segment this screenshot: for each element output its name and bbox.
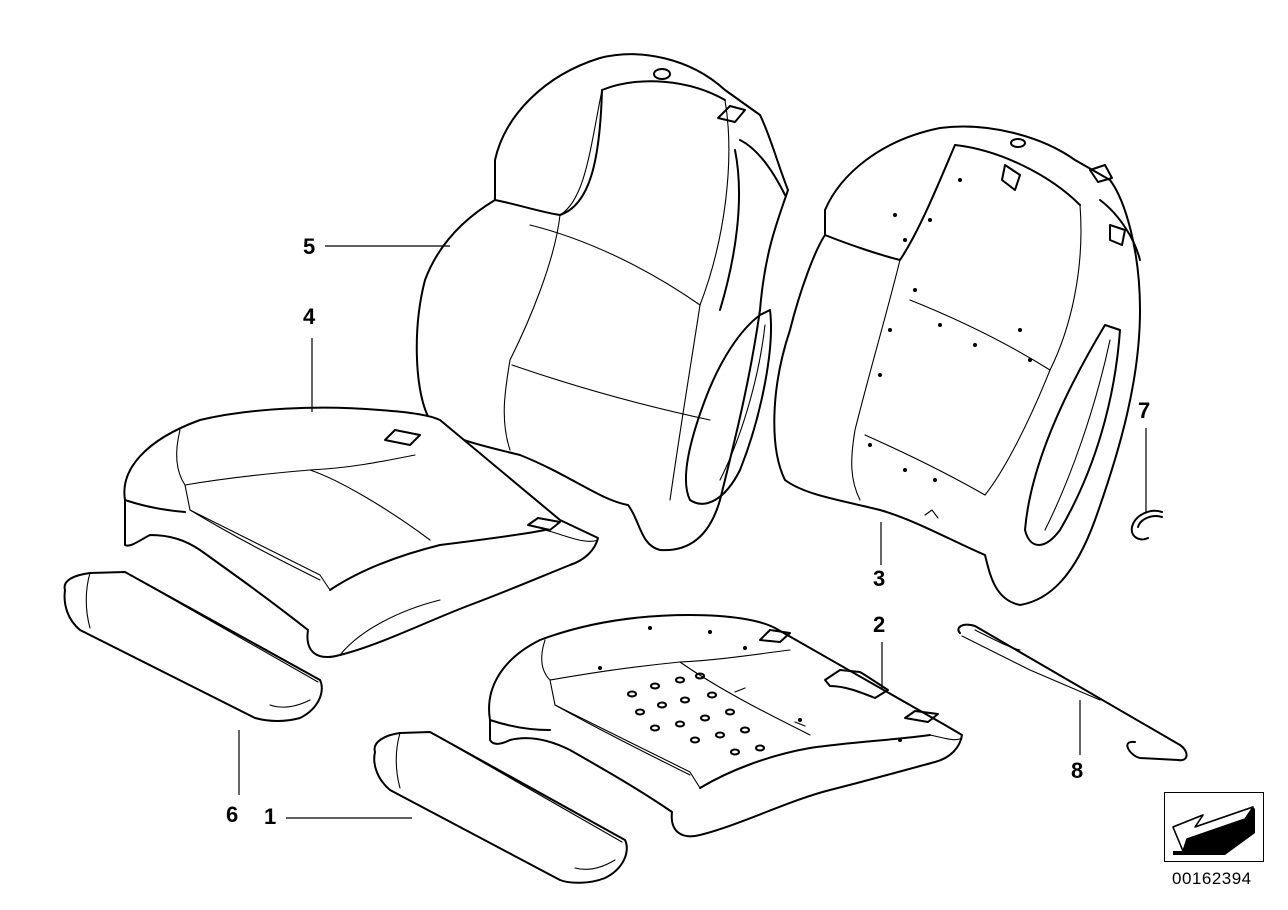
- seat-cushion-part-6[interactable]: [63, 571, 323, 722]
- seat-extension-foam-part-1[interactable]: [373, 731, 628, 884]
- callout-1: 1: [264, 804, 277, 829]
- seat-cover-part-4[interactable]: [123, 406, 599, 658]
- arrow-left-down-icon: [1172, 806, 1255, 855]
- callout-2: 2: [873, 612, 886, 637]
- backrest-cover-part-5[interactable]: [415, 53, 789, 552]
- seat-foam-part-2[interactable]: [488, 614, 963, 838]
- wire-frame-part-8[interactable]: [957, 623, 1188, 762]
- callout-7: 7: [1138, 398, 1151, 423]
- wire-clip-part-7[interactable]: [1130, 509, 1163, 541]
- leader-lines: [238, 245, 1147, 819]
- callout-4: 4: [303, 304, 316, 329]
- reference-number: 00162394: [1172, 869, 1252, 888]
- backrest-foam-part-3[interactable]: [773, 125, 1141, 606]
- callout-6: 6: [226, 802, 239, 827]
- nav-arrow-box[interactable]: [1164, 792, 1264, 862]
- callout-5: 5: [303, 234, 316, 259]
- callout-8: 8: [1071, 758, 1084, 783]
- callout-3: 3: [873, 566, 886, 591]
